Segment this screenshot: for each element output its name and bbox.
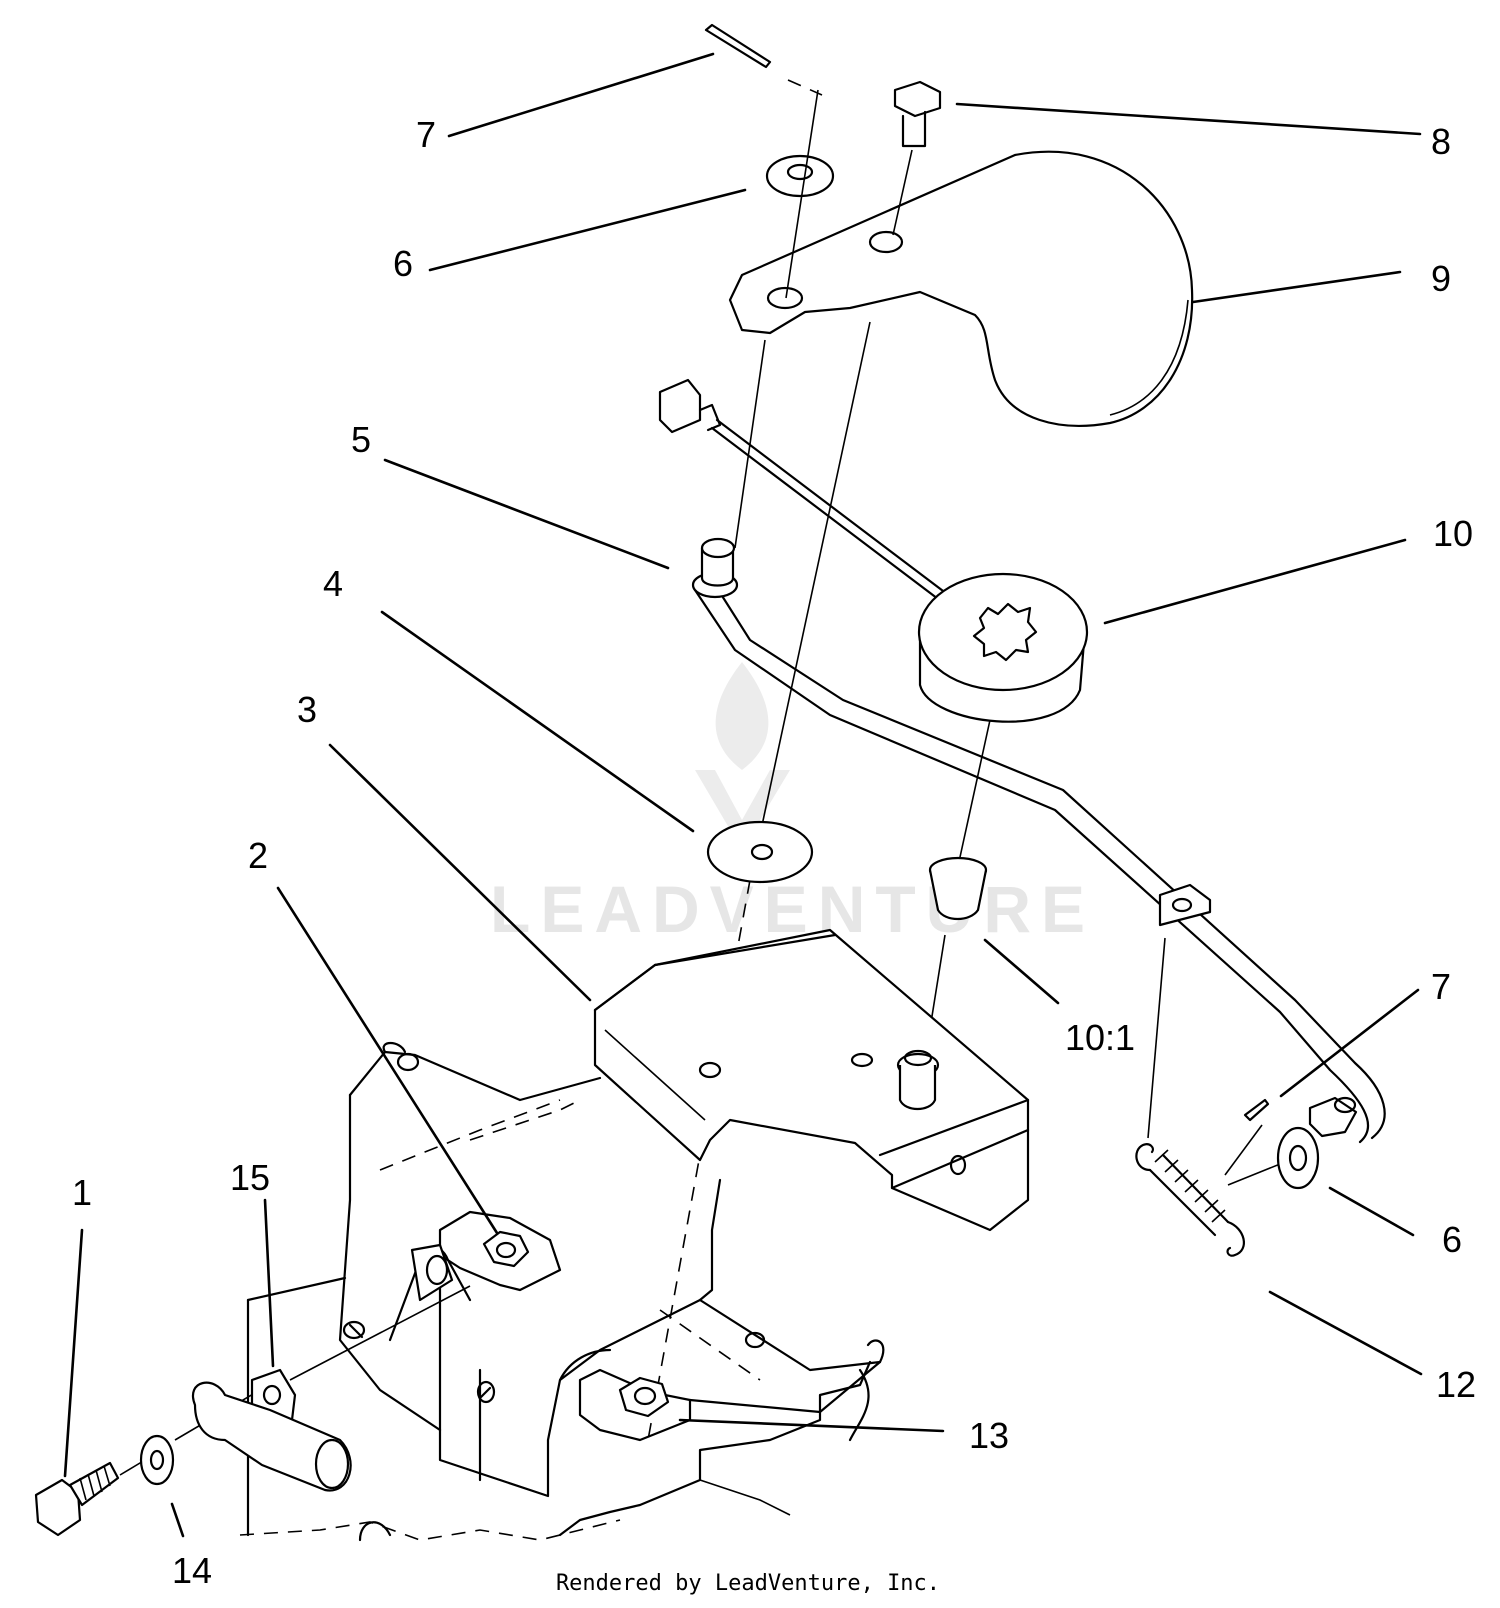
cover-plate xyxy=(728,150,1194,427)
mounting-bracket xyxy=(593,928,1030,1232)
disc-4 xyxy=(706,820,814,884)
leader-lines xyxy=(63,52,1423,1538)
watermark-text: LEADVENTURE xyxy=(490,872,1095,946)
callout-1: 1 xyxy=(72,1172,92,1213)
engine-outline xyxy=(239,1368,870,1542)
assembly-axes xyxy=(647,89,991,1441)
washer-6-top xyxy=(765,154,835,198)
hex-bolt-8 xyxy=(892,80,942,236)
lever-arm xyxy=(691,537,1386,1144)
callout-12: 12 xyxy=(1436,1364,1476,1405)
callout-10: 10 xyxy=(1433,513,1473,554)
callout-13: 13 xyxy=(969,1415,1009,1456)
cotter-pin-7-top xyxy=(704,23,823,96)
hex-nut-13 xyxy=(618,1376,670,1418)
callout-3: 3 xyxy=(297,689,317,730)
spring-12 xyxy=(1135,937,1245,1257)
washer-6-right xyxy=(1276,1126,1320,1190)
sensor-10 xyxy=(917,572,1089,723)
render-credit: Rendered by LeadVenture, Inc. xyxy=(556,1571,940,1596)
callout-8: 8 xyxy=(1431,121,1451,162)
watermark: LEADVENTURE xyxy=(490,662,1095,946)
callout-2: 2 xyxy=(248,835,268,876)
callout-9: 9 xyxy=(1431,258,1451,299)
callout-14: 14 xyxy=(172,1550,212,1591)
callout-4: 4 xyxy=(323,563,343,604)
callout-6-right: 6 xyxy=(1442,1219,1462,1260)
callout-5: 5 xyxy=(351,419,371,460)
callout-7-top: 7 xyxy=(416,114,436,155)
pivot-arm xyxy=(388,1243,472,1342)
washer-14 xyxy=(139,1434,175,1486)
callout-7-right: 7 xyxy=(1431,966,1451,1007)
callout-10-1: 10:1 xyxy=(1065,1017,1135,1058)
hex-bolt-1 xyxy=(34,1461,120,1537)
shaft-tube xyxy=(191,1381,352,1492)
callout-15: 15 xyxy=(230,1157,270,1198)
hex-nut-2 xyxy=(482,1230,530,1268)
callout-labels: 1 2 3 4 5 6 6 7 7 8 9 10 10:1 12 13 14 1… xyxy=(72,114,1476,1591)
wire-harness xyxy=(658,378,957,610)
plug-10-1 xyxy=(928,856,988,921)
callout-6-top: 6 xyxy=(393,243,413,284)
